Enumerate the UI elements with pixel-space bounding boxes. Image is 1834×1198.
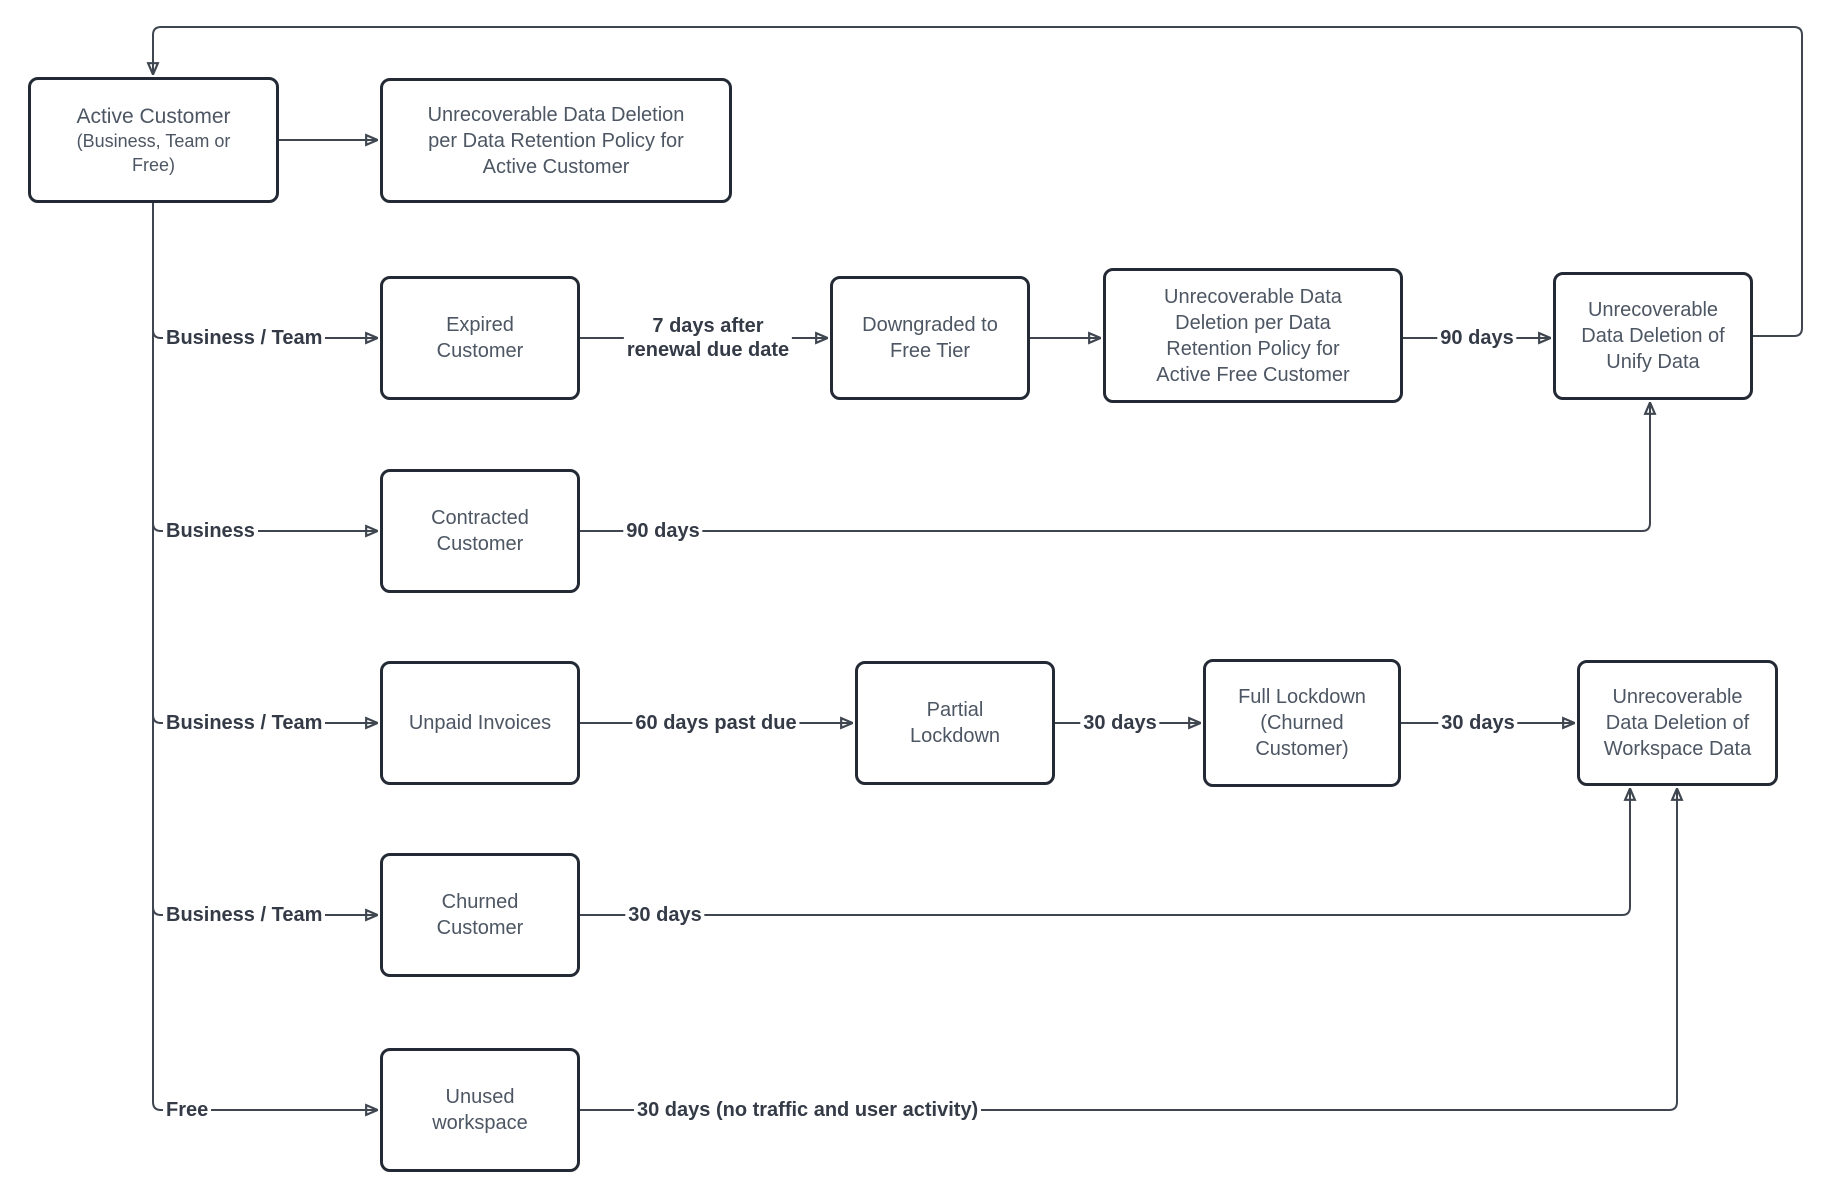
edge-label-30-days-no-traffic: 30 days (no traffic and user activity)	[634, 1098, 982, 1122]
node-churned-customer: Churned Customer	[380, 853, 580, 977]
edge-unused-to-workspace	[580, 789, 1677, 1111]
edge-label-branch-business-team-expired: Business / Team	[163, 326, 326, 350]
edge-label-7-days-after-renewal: 7 days after renewal due date	[623, 314, 793, 362]
node-active-customer-title: Active Customer	[76, 104, 231, 128]
node-unused-workspace: Unused workspace	[380, 1048, 580, 1172]
edge-branch-business-contracted	[152, 522, 377, 531]
edge-label-branch-business-contracted: Business	[163, 519, 258, 543]
node-active-customer: Active Customer (Business, Team or Free)	[28, 77, 279, 203]
edge-label-90-days-contracted: 90 days	[623, 519, 703, 543]
edge-label-30-days-churned: 30 days	[625, 903, 705, 927]
node-downgraded-free-tier: Downgraded to Free Tier	[830, 276, 1030, 400]
node-contracted-customer: Contracted Customer	[380, 469, 580, 593]
edge-branch-business-team-churned	[152, 906, 377, 915]
edge-label-90-days-unrec-free-to-unify: 90 days	[1437, 326, 1517, 350]
edge-branch-business-team-unpaid	[152, 714, 377, 723]
edge-label-branch-business-team-churned: Business / Team	[163, 903, 326, 927]
node-unpaid-invoices: Unpaid Invoices	[380, 661, 580, 785]
edge-unify-to-active-loop	[153, 26, 1803, 337]
node-unrecoverable-deletion-unify-data: Unrecoverable Data Deletion of Unify Dat…	[1553, 272, 1753, 400]
edge-churned-to-workspace	[580, 789, 1630, 916]
edge-contracted-to-unify	[580, 403, 1650, 532]
node-full-lockdown-churned-customer: Full Lockdown (Churned Customer)	[1203, 659, 1401, 787]
node-expired-customer: Expired Customer	[380, 276, 580, 400]
node-active-customer-subtitle: (Business, Team or Free)	[76, 131, 231, 175]
node-unrecoverable-deletion-workspace-data: Unrecoverable Data Deletion of Workspace…	[1577, 660, 1778, 786]
edge-label-branch-business-team-unpaid: Business / Team	[163, 711, 326, 735]
node-unrecoverable-deletion-active-free-customer: Unrecoverable Data Deletion per Data Ret…	[1103, 268, 1403, 403]
edge-branch-business-team-expired	[152, 329, 377, 338]
edge-label-30-days-full-to-workspace: 30 days	[1438, 711, 1518, 735]
edge-trunk-and-free-branch	[152, 203, 377, 1110]
edge-label-30-days-partial-to-full: 30 days	[1080, 711, 1160, 735]
edge-label-60-days-past-due: 60 days past due	[632, 711, 800, 735]
edge-label-branch-free: Free	[163, 1098, 212, 1122]
node-partial-lockdown: Partial Lockdown	[855, 661, 1055, 785]
node-unrecoverable-deletion-active-customer: Unrecoverable Data Deletion per Data Ret…	[380, 78, 732, 203]
